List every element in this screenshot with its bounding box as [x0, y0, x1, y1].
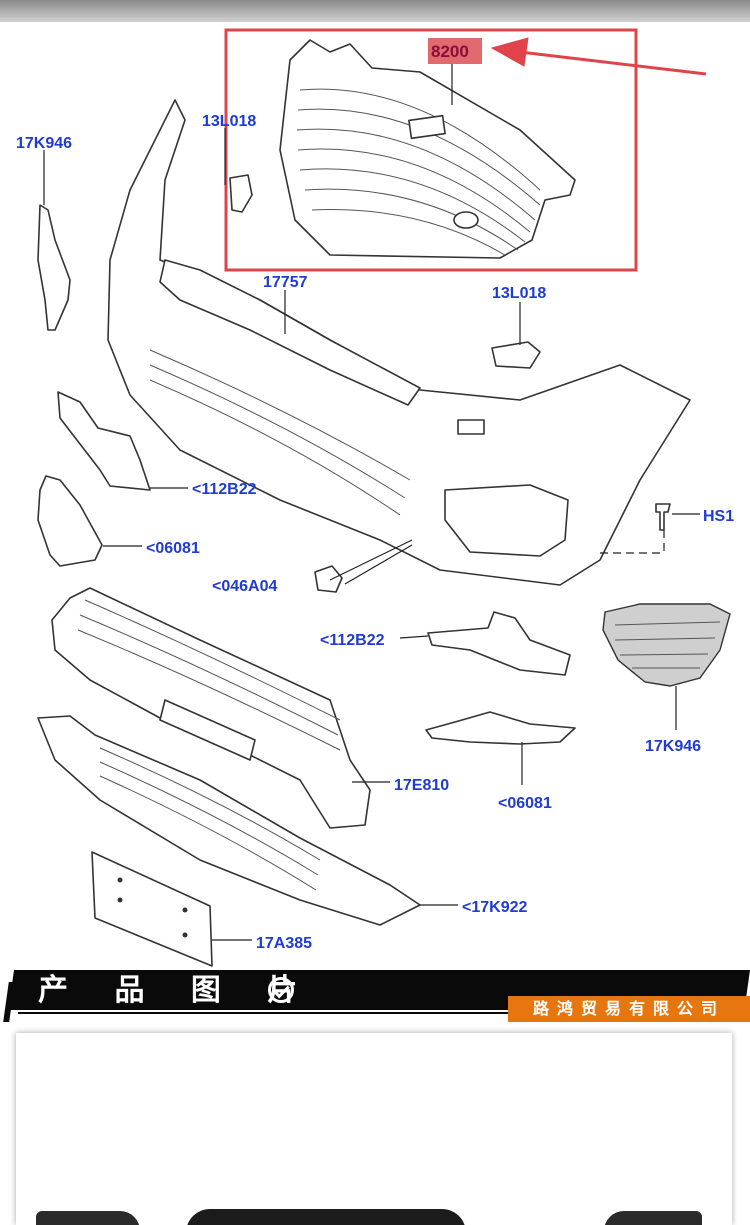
label-17K922: <17K922 [462, 899, 527, 916]
front-bumper-cover-part [107, 99, 691, 586]
label-17E810: 17E810 [394, 777, 449, 794]
label-13L018-top: 13L018 [202, 113, 256, 130]
parts-exploded-diagram: 8200 17K946 13L018 17757 13L018 <112B22 … [16, 28, 734, 967]
right-fog-bezel-part [602, 603, 731, 687]
header-underline [18, 1012, 508, 1014]
pointer-arrow-icon [490, 37, 707, 76]
label-17A385: 17A385 [256, 935, 312, 952]
section-header-bar: 产 品 图 片 路鸿贸易有限公司 [0, 968, 750, 1024]
label-06081-right: <06081 [498, 795, 552, 812]
top-product-photo-strip [0, 0, 750, 22]
highlight-label-bg [428, 38, 482, 64]
lower-grille-part [51, 587, 371, 829]
label-13L018-right: 13L018 [492, 285, 546, 302]
label-112B22-right: <112B22 [320, 632, 385, 649]
label-046A04: <046A04 [212, 578, 277, 595]
highlight-box [224, 28, 638, 272]
label-HS1: HS1 [703, 508, 734, 525]
highlight-part-number: 8200 [431, 42, 469, 61]
product-photo-frame [16, 1033, 732, 1225]
license-plate-bracket-part [91, 851, 213, 967]
label-06081-left: <06081 [146, 540, 200, 557]
label-17757: 17757 [263, 274, 308, 291]
label-17K946-top: 17K946 [16, 135, 72, 152]
label-112B22-left: <112B22 [192, 481, 257, 498]
product-photo-center-piece [186, 1209, 466, 1225]
product-photo-right-piece [604, 1211, 702, 1225]
company-name-tag: 路鸿贸易有限公司 [508, 996, 750, 1022]
upper-grille-part [279, 39, 576, 259]
check-circle-icon [268, 977, 294, 1003]
section-title: 产 品 图 片 [38, 973, 316, 1008]
label-17K946-right: 17K946 [645, 738, 701, 755]
product-photo-left-piece [36, 1211, 140, 1225]
left-side-bracket-part [37, 204, 71, 331]
